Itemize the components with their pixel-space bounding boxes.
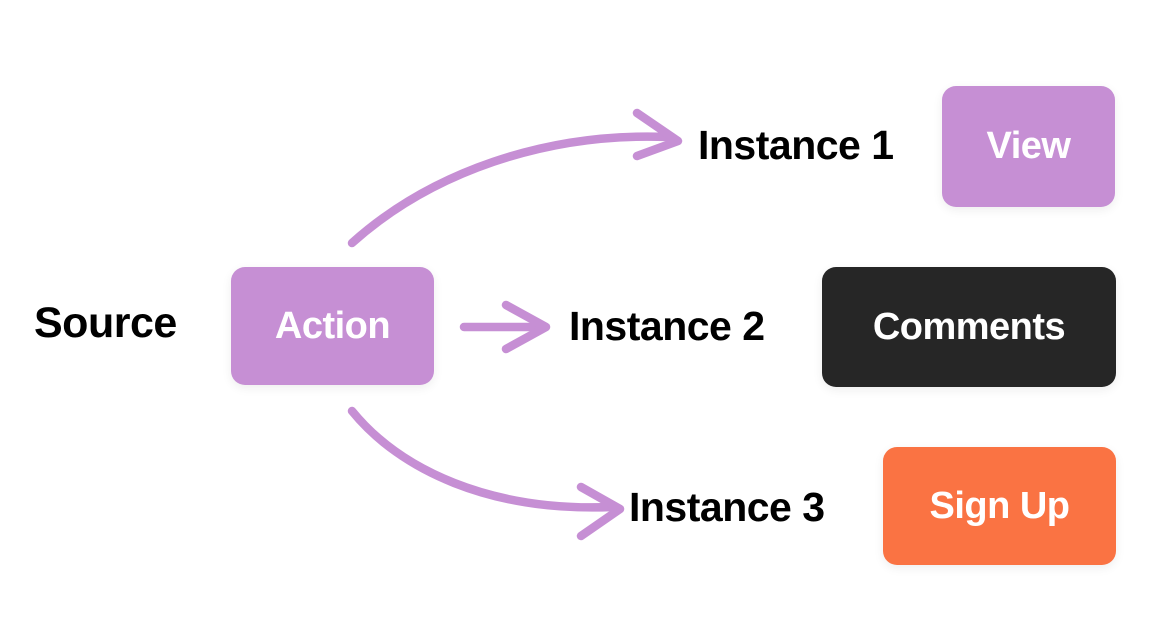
action-box[interactable]: Action <box>231 267 434 385</box>
arrow-action-to-instance-3 <box>347 406 625 541</box>
instance-1-label: Instance 1 <box>698 122 894 168</box>
instance-2-label: Instance 2 <box>569 303 765 349</box>
comments-button[interactable]: Comments <box>822 267 1116 387</box>
view-button[interactable]: View <box>942 86 1115 207</box>
signup-button[interactable]: Sign Up <box>883 447 1116 565</box>
source-label: Source <box>34 299 177 347</box>
arrow-action-to-instance-1 <box>347 108 683 248</box>
arrow-action-to-instance-2 <box>459 300 551 354</box>
instance-3-label: Instance 3 <box>629 484 825 530</box>
